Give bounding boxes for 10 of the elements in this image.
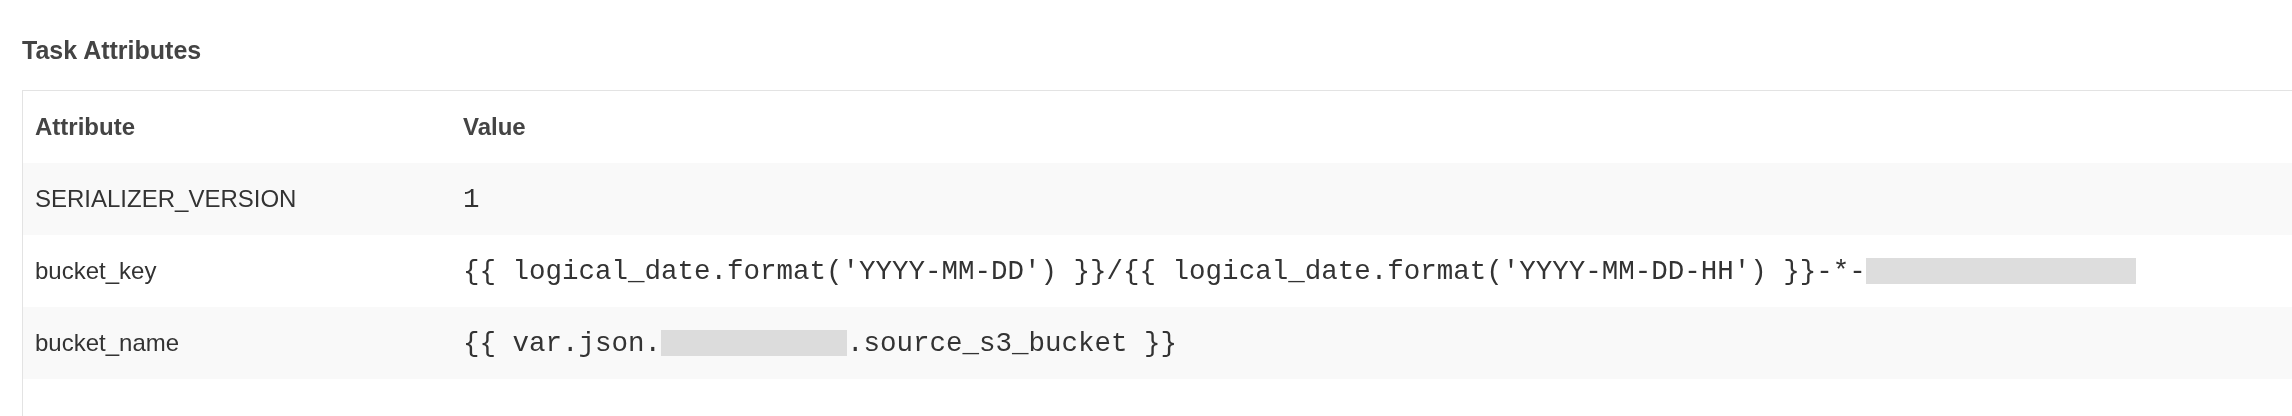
table-title: Task Attributes [22,36,202,65]
attribute-value: {{ var.json. [463,327,662,359]
column-header: Value [463,113,526,141]
column-header: Attribute [35,113,135,141]
attribute-value: 1 [463,183,480,215]
attribute-value: .source_s3_bucket }} [847,327,1178,359]
attribute-name: bucket_name [35,329,180,357]
attribute-value: {{ logical_date.format('YYYY-MM-DD') }}/{{ logical_date.format('YYYY-MM-DD-HH') }}-*- [463,255,1866,287]
attribute-name: bucket_key [35,257,157,285]
attribute-name: SERIALIZER_VERSION [35,185,297,213]
